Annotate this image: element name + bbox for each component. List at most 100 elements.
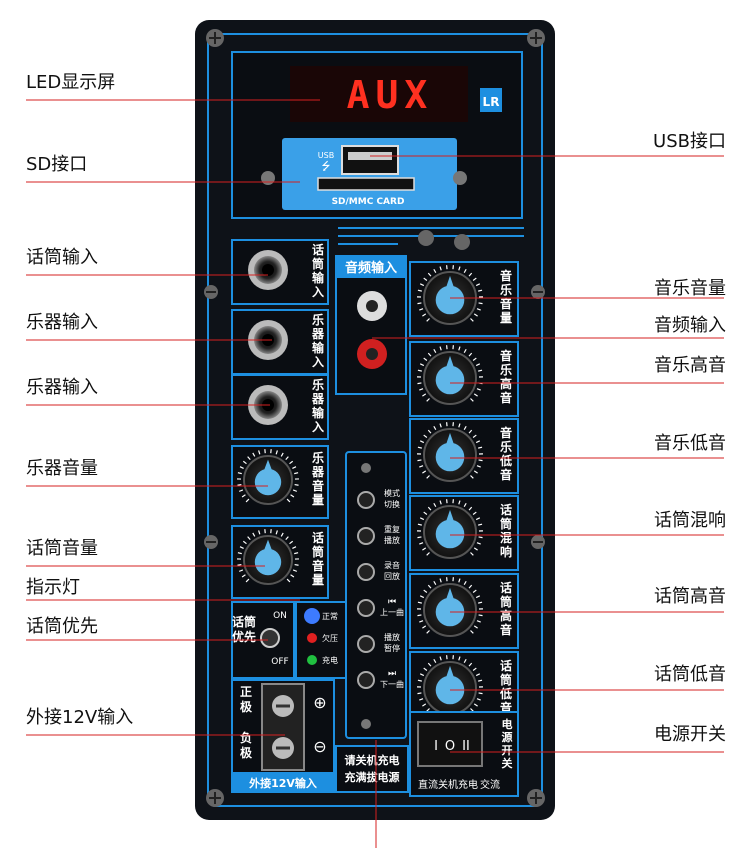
status-led-label: 正常 (322, 612, 338, 621)
screw-icon (418, 230, 434, 246)
charge-note-box (335, 745, 409, 793)
knob-label: 话筒低音 (499, 658, 512, 715)
callout-mic-treble: 话筒高音 (654, 586, 726, 607)
callout-mic-echo: 话筒混响 (654, 510, 726, 531)
callout-audio-input: 音频输入 (654, 315, 726, 336)
button-label: 暂停 (384, 643, 400, 653)
charge-note-line1: 请关机充电 (345, 753, 400, 767)
callout-mic-volume: 话筒音量 (26, 538, 98, 559)
rotary-knob[interactable] (416, 499, 484, 559)
power-mode-ac: 交流 (480, 778, 500, 791)
charge-note-line2: 充满拔电源 (345, 770, 400, 784)
callout-music-treble: 音乐高音 (654, 355, 726, 376)
callout-mic-bass: 话筒低音 (654, 664, 726, 685)
screw-icon (361, 463, 371, 473)
callout-ext-12v: 外接12V输入 (26, 707, 134, 728)
knob-label: 话筒混响 (500, 502, 512, 559)
button-label: 回放 (384, 571, 400, 581)
priority-on-label: ON (273, 611, 287, 621)
screw-icon (261, 171, 275, 185)
callout-lines (26, 99, 724, 848)
callout-indicator: 指示灯 (26, 577, 80, 598)
status-led-label: 充电 (322, 655, 338, 665)
terminal-pos-label: 正极 (240, 685, 253, 714)
power-label: 电源开关 (502, 717, 513, 770)
svg-text:O: O (445, 739, 455, 754)
rotary-knob[interactable] (236, 529, 300, 585)
brand-logo-text: LR (483, 95, 500, 109)
callout-power-switch: 电源开关 (654, 724, 726, 745)
audio-input-title-bg (336, 256, 406, 278)
button-label: 模式 (384, 488, 400, 498)
rotary-knob[interactable] (416, 422, 484, 482)
push-button[interactable] (357, 491, 375, 509)
status-led (304, 608, 320, 624)
callout-led-display: LED显示屏 (26, 72, 116, 93)
sd-slot[interactable] (317, 177, 415, 191)
led-display-text: AUX (347, 73, 434, 117)
button-label: 重复 (384, 524, 400, 534)
priority-off-label: OFF (271, 657, 288, 667)
media-icon: ⏮ (388, 597, 396, 607)
push-button[interactable] (357, 527, 375, 545)
knob-label: 话筒高音 (500, 580, 512, 637)
button-label: 下一曲 (380, 679, 404, 689)
svg-text:I: I (434, 739, 438, 754)
jack-label: 话筒输入 (312, 242, 325, 299)
screw-icon (204, 29, 545, 807)
button-label: 播放 (384, 632, 400, 642)
audio-input-box (335, 255, 407, 395)
knob-label: 话筒音量 (312, 530, 324, 587)
push-button[interactable] (357, 563, 375, 581)
callout-music-bass: 音乐低音 (654, 433, 726, 454)
status-led (307, 633, 317, 643)
usb-label: USB (318, 151, 334, 160)
terminal-neg-label: 负极 (240, 730, 253, 760)
power-mode-dc: 直流 (418, 778, 438, 791)
callout-music-volume: 音乐音量 (654, 278, 726, 299)
panel-border (207, 33, 543, 807)
jack-label: 乐器输入 (311, 312, 325, 369)
rotary-knob[interactable] (416, 345, 484, 405)
knob-label: 音乐音量 (500, 268, 512, 325)
status-led-label: 欠压 (322, 633, 338, 643)
priority-toggle[interactable] (260, 628, 280, 648)
status-indicator-box (295, 601, 347, 679)
button-label: 录音 (384, 560, 400, 570)
plus-icon: ⊕ (313, 693, 326, 712)
minus-icon: ⊖ (313, 737, 326, 756)
media-icon: ⏭ (388, 669, 396, 679)
screw-icon (454, 234, 470, 250)
push-button[interactable] (357, 599, 375, 617)
button-panel (345, 451, 407, 739)
rotary-knob[interactable] (236, 449, 300, 505)
push-button[interactable] (357, 671, 375, 689)
screw-icon (453, 171, 467, 185)
power-rocker-switch[interactable] (417, 721, 483, 767)
callout-mic-input: 话筒输入 (26, 247, 98, 268)
knob-label: 音乐高音 (500, 348, 512, 405)
callout-mic-priority: 话筒优先 (26, 616, 98, 637)
callout-instrument-input-1: 乐器输入 (26, 312, 98, 333)
power-mode-off-charge: 关机充电 (438, 778, 478, 791)
rotary-knob[interactable] (416, 577, 484, 637)
button-label: 上一曲 (380, 607, 404, 617)
svg-text:II: II (462, 739, 470, 754)
push-button[interactable] (357, 635, 375, 653)
brand-logo (480, 88, 502, 112)
callout-instrument-input-2: 乐器输入 (26, 377, 98, 398)
knob-label: 音乐低音 (499, 425, 512, 482)
status-led (307, 655, 317, 665)
audio-input-title: 音频输入 (345, 260, 397, 276)
terminal-block[interactable] (261, 683, 305, 771)
knob-label: 乐器音量 (311, 450, 325, 507)
callout-usb-port: USB接口 (653, 131, 726, 152)
ext-input-label: 外接12V输入 (248, 776, 317, 790)
sd-label: SD/MMC CARD (332, 197, 405, 207)
callout-instrument-volume: 乐器音量 (26, 458, 98, 479)
button-label: 播放 (384, 535, 400, 545)
led-display (290, 66, 468, 122)
usb-icon: ⭍ (321, 160, 330, 173)
screw-icon (361, 719, 371, 729)
